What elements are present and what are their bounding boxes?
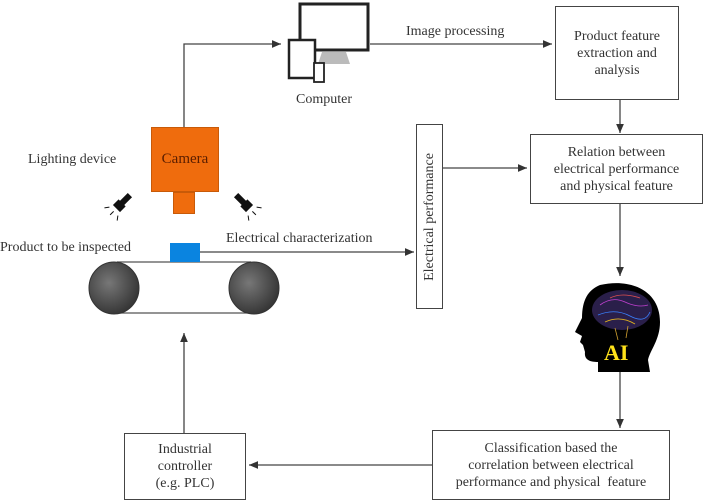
camera-label: Camera xyxy=(161,151,209,167)
relation-line: electrical performance xyxy=(553,161,680,177)
industrial-controller-box: Industrial controller (e.g. PLC) xyxy=(124,433,246,500)
feature-extraction-line: extraction and xyxy=(577,45,657,61)
image-processing-label: Image processing xyxy=(406,24,505,39)
product-label: Product to be inspected xyxy=(0,240,132,255)
ai-label: AI xyxy=(604,340,629,365)
electrical-performance-box: Electrical performance xyxy=(416,124,443,309)
electrical-characterization-label: Electrical characterization xyxy=(226,231,373,246)
controller-line: controller xyxy=(157,459,213,474)
feature-extraction-line: Product feature xyxy=(574,28,660,44)
camera-box: Camera xyxy=(151,127,219,192)
computer-label: Computer xyxy=(296,92,352,107)
flashlight-icon-right xyxy=(233,192,262,221)
lighting-device-label: Lighting device xyxy=(28,152,117,167)
relation-line: Relation between xyxy=(567,144,666,160)
camera-lens xyxy=(173,192,195,214)
ai-brain-head-icon xyxy=(575,283,660,372)
product-block xyxy=(170,243,200,262)
electrical-performance-label: Electrical performance xyxy=(421,152,437,281)
conveyor-belt-icon xyxy=(88,261,280,315)
arrow-camera-to-computer xyxy=(183,40,281,127)
feature-extraction-box: Product feature extraction and analysis xyxy=(555,6,679,100)
feature-extraction-line: analysis xyxy=(594,62,640,78)
controller-line: (e.g. PLC) xyxy=(155,476,215,491)
relation-box: Relation between electrical performance … xyxy=(530,134,703,204)
controller-line: Industrial xyxy=(158,442,212,457)
flashlight-icon-left xyxy=(104,192,133,221)
classification-line: correlation between electrical xyxy=(468,457,634,473)
classification-line: Classification based the xyxy=(484,440,618,456)
classification-box: Classification based the correlation bet… xyxy=(432,430,670,500)
classification-line: performance and physical feature xyxy=(455,474,647,490)
computer-devices-icon xyxy=(287,2,370,83)
relation-line: and physical feature xyxy=(560,178,673,194)
